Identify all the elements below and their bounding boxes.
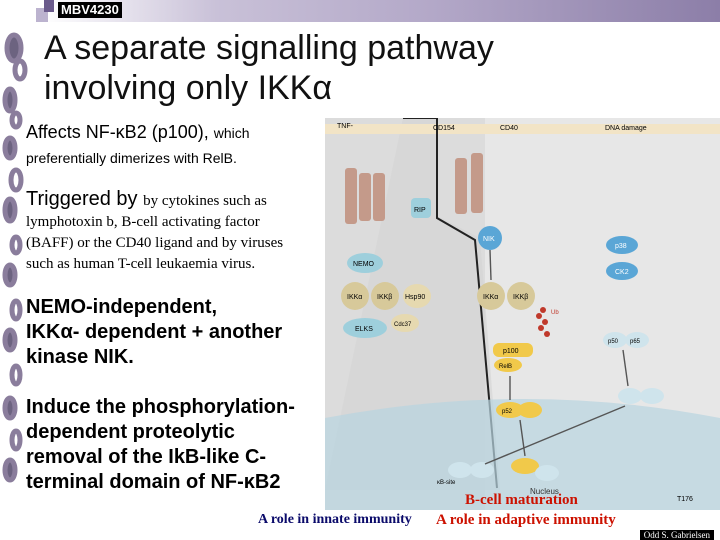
bullet-2-line: such as human T-cell leukaemia virus. <box>26 256 256 272</box>
ikkb-right-label: IKKβ <box>513 294 528 301</box>
bullet-1-lead: Affects NF-κB2 (p100), <box>26 122 209 142</box>
ck2-node <box>606 262 638 280</box>
bullet-3-line: kinase NIK. <box>26 346 134 368</box>
title-line: involving only IKKα <box>44 69 333 107</box>
bullet-1-tail: which <box>213 125 250 141</box>
nik-label: NIK <box>483 236 495 243</box>
dna-damage-label: DNA damage <box>605 125 647 132</box>
t176-label: T176 <box>677 496 693 503</box>
bullet-2-line-1: Triggered by by cytokines such as <box>26 188 267 211</box>
p52-node <box>496 402 524 418</box>
elks-node <box>343 318 387 338</box>
tnf-label: TNF- <box>337 123 354 130</box>
p52-nuclear-node <box>535 465 559 481</box>
traf6-node <box>471 153 483 213</box>
nemo-label: NEMO <box>353 261 375 268</box>
ikka-right-label: IKKα <box>483 294 498 301</box>
hsp90-label: Hsp90 <box>405 294 425 301</box>
ub-label: Ub <box>551 310 559 316</box>
bullet-1-line-1: Affects NF-κB2 (p100), which <box>26 122 250 143</box>
traf2-node <box>345 168 357 224</box>
relb-label: RelB <box>499 364 512 370</box>
bullet-2-line: (BAFF) or the CD40 ligand and by viruses <box>26 235 284 251</box>
bullet-3-line: NEMO-independent, <box>26 296 218 318</box>
p65-node <box>640 388 664 404</box>
ikkb-label: IKKβ <box>377 294 392 301</box>
header-bar <box>0 0 720 22</box>
cd40-label: CD40 <box>500 125 518 132</box>
cdc37-node <box>391 314 419 332</box>
traf3-node <box>455 158 467 214</box>
bullet-4-line: terminal domain of NF-κB2 <box>26 471 281 493</box>
p65-node <box>625 332 649 348</box>
author-signature: Odd S. Gabrielsen <box>639 530 714 540</box>
ikkb-right-node <box>507 282 535 310</box>
title-line: A separate signalling pathway <box>44 29 494 67</box>
nik-node <box>478 226 502 250</box>
course-code: MBV4230 <box>58 2 122 18</box>
kb-site-label: κB-site <box>437 480 456 486</box>
p100-node <box>493 343 533 357</box>
bullet-1-line-2: preferentially dimerizes with RelB. <box>26 150 237 166</box>
p52-nuclear-node <box>448 462 472 478</box>
adaptive-caption: A role in adaptive immunity <box>436 512 616 528</box>
ck2-label: CK2 <box>615 269 629 276</box>
ikkb-node <box>371 282 399 310</box>
innate-caption: A role in innate immunity <box>258 512 412 527</box>
p100-label: p100 <box>503 348 519 355</box>
p50-node <box>603 332 627 348</box>
relb-node <box>494 358 522 372</box>
p52-label: p52 <box>502 409 513 415</box>
ikka-label: IKKα <box>347 294 362 301</box>
bullet-4-line: dependent proteolytic <box>26 421 235 443</box>
p38-label: p38 <box>615 243 627 250</box>
bullet-2-line: lymphotoxin b, B-cell activating factor <box>26 214 260 230</box>
hsp90-node <box>403 284 431 308</box>
elks-label: ELKS <box>355 326 373 333</box>
ub-chain <box>536 307 550 337</box>
slide-title: A separate signalling pathway involving … <box>44 28 494 108</box>
ikka-right-node <box>477 282 505 310</box>
tradd-node <box>359 173 371 221</box>
ikka-node <box>341 282 369 310</box>
bcell-caption: B-cell maturation <box>465 492 578 508</box>
relb-node <box>518 402 542 418</box>
p38-node <box>606 236 638 254</box>
p50-label: p50 <box>608 339 619 345</box>
header-square-decor <box>44 0 54 12</box>
rip-node <box>411 198 431 218</box>
nfkb-pathway-diagram: Nucleus RIP CD154 CD40 DNA damage TNF- N… <box>325 118 720 510</box>
p65-label: p65 <box>630 339 641 345</box>
p65-nuclear-node <box>470 462 494 478</box>
bullet-2-tail: by cytokines such as <box>143 193 267 209</box>
nucleus-label: Nucleus <box>530 487 559 496</box>
bullet-3-line: IKKα- dependent + another <box>26 321 283 343</box>
bullet-2-lead: Triggered by <box>26 188 138 210</box>
rip-label: RIP <box>414 207 426 214</box>
cdc37-label: Cdc37 <box>394 322 412 328</box>
relb-nuclear-node <box>511 458 539 474</box>
cd154-label: CD154 <box>433 125 455 132</box>
chain-decoration <box>2 32 28 483</box>
tradd-node <box>373 173 385 221</box>
p50-node <box>618 388 642 404</box>
nemo-node <box>347 253 383 273</box>
bullet-4-line: Induce the phosphorylation- <box>26 396 295 418</box>
bullet-4-line: removal of the IkB-like C- <box>26 446 267 468</box>
